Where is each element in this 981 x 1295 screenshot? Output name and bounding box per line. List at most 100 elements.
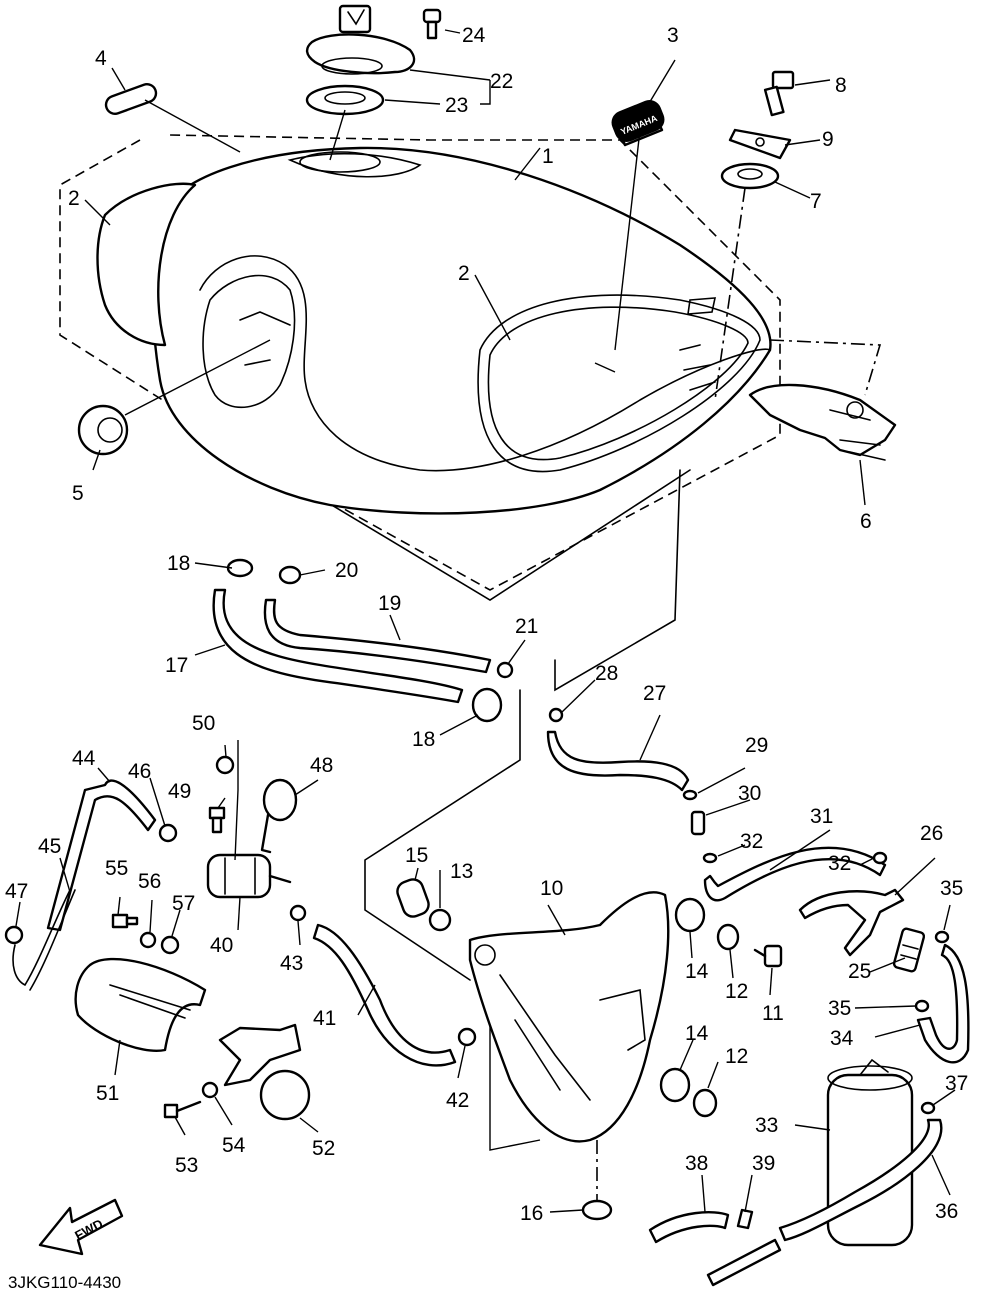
hose-27 <box>546 730 690 792</box>
clip-39 <box>736 1208 754 1230</box>
bolt-11 <box>753 944 783 968</box>
callout-28: 28 <box>595 662 618 685</box>
callout-18-top: 18 <box>167 552 190 575</box>
hose-41 <box>312 923 457 1067</box>
hose-34 <box>916 943 970 1064</box>
clip-21 <box>496 661 514 679</box>
callout-35-low: 35 <box>828 997 851 1020</box>
clip-46 <box>158 823 178 843</box>
screw-24 <box>422 8 442 40</box>
washer-57 <box>160 935 180 955</box>
callout-4: 4 <box>95 47 107 70</box>
grommet-7 <box>720 162 780 190</box>
leader-lines <box>15 29 956 1213</box>
nut-50 <box>215 755 235 775</box>
cap-5 <box>77 404 129 456</box>
bolt-8 <box>763 70 795 117</box>
callout-2-left: 2 <box>68 187 80 210</box>
callout-38: 38 <box>685 1152 708 1175</box>
hose-39-lower <box>706 1238 782 1287</box>
hose-38 <box>648 1211 730 1244</box>
damper-14-low <box>659 1067 691 1103</box>
hose-17 <box>212 588 464 704</box>
callout-2-right: 2 <box>458 262 470 285</box>
hose-31 <box>703 846 887 902</box>
bracket-tank-10 <box>489 1025 541 1151</box>
screw-55 <box>111 913 139 929</box>
callout-7: 7 <box>810 190 822 213</box>
callout-22: 22 <box>490 70 513 93</box>
callout-54: 54 <box>222 1134 246 1157</box>
clip-47 <box>4 925 24 945</box>
clip-35-low <box>914 999 930 1013</box>
callout-27: 27 <box>643 682 666 705</box>
bracket-6 <box>748 383 897 461</box>
knee-pad-left <box>96 182 197 347</box>
clip-43 <box>289 904 307 922</box>
callout-30: 30 <box>738 782 761 805</box>
callout-12-low: 12 <box>725 1045 748 1068</box>
callout-45: 45 <box>38 835 61 858</box>
callout-33: 33 <box>755 1114 778 1137</box>
clamp-18-lower <box>471 687 503 723</box>
washer-56 <box>139 931 157 949</box>
callout-11: 11 <box>762 1002 784 1025</box>
callout-51: 51 <box>96 1082 119 1105</box>
clip-28 <box>548 707 564 723</box>
frame-line-left <box>264 464 691 601</box>
callout-41: 41 <box>313 1007 336 1030</box>
joint-30 <box>690 810 706 836</box>
callout-39: 39 <box>752 1152 775 1175</box>
callout-32-left: 32 <box>740 830 763 853</box>
clip-29 <box>682 789 698 801</box>
drain-16 <box>581 1199 613 1221</box>
washer-54 <box>201 1081 219 1099</box>
callout-37: 37 <box>945 1072 968 1095</box>
callout-36: 36 <box>935 1200 958 1223</box>
callout-14-low: 14 <box>685 1022 709 1045</box>
fuel-cap[interactable] <box>305 4 416 75</box>
canister-33 <box>826 1058 914 1247</box>
callout-3: 3 <box>667 24 679 47</box>
callout-6: 6 <box>860 510 872 533</box>
cap-13 <box>428 908 452 932</box>
callout-1: 1 <box>542 145 554 168</box>
callout-13: 13 <box>450 860 473 883</box>
fuel-tank <box>151 146 772 515</box>
callout-52: 52 <box>312 1137 335 1160</box>
callout-17: 17 <box>165 654 188 677</box>
callout-numbers: 1 2 2 3 4 5 6 7 8 9 10 11 12 12 13 14 14… <box>5 24 968 1225</box>
emblem-4 <box>104 82 158 116</box>
callout-43: 43 <box>280 952 303 975</box>
screw-49 <box>208 806 226 834</box>
frame-line-center <box>364 689 521 981</box>
hose-19 <box>263 598 492 674</box>
callout-47: 47 <box>5 880 28 903</box>
diagram-code: 3JKG110-4430 <box>8 1273 121 1292</box>
callout-40: 40 <box>210 934 233 957</box>
callout-46: 46 <box>128 760 151 783</box>
callout-48: 48 <box>310 754 333 777</box>
callout-49: 49 <box>168 780 191 803</box>
plate-9 <box>728 128 792 160</box>
valve-25 <box>892 927 926 973</box>
callout-24: 24 <box>462 24 486 47</box>
callout-23: 23 <box>445 94 468 117</box>
callout-12-top: 12 <box>725 980 748 1003</box>
callout-31: 31 <box>810 805 833 828</box>
cap-gasket <box>305 84 385 116</box>
frame-line-right <box>554 469 681 692</box>
callout-15: 15 <box>405 844 428 867</box>
callout-18-low: 18 <box>412 728 435 751</box>
callout-19: 19 <box>378 592 401 615</box>
cover-51 <box>74 957 207 1052</box>
tank-group-outline <box>59 134 781 591</box>
sub-tank-10 <box>468 891 670 1143</box>
callout-26: 26 <box>920 822 943 845</box>
clip-32-left <box>702 852 718 864</box>
grommet-15 <box>396 878 430 918</box>
callout-10: 10 <box>540 877 563 900</box>
callout-35-top: 35 <box>940 877 963 900</box>
callout-42: 42 <box>446 1089 469 1112</box>
